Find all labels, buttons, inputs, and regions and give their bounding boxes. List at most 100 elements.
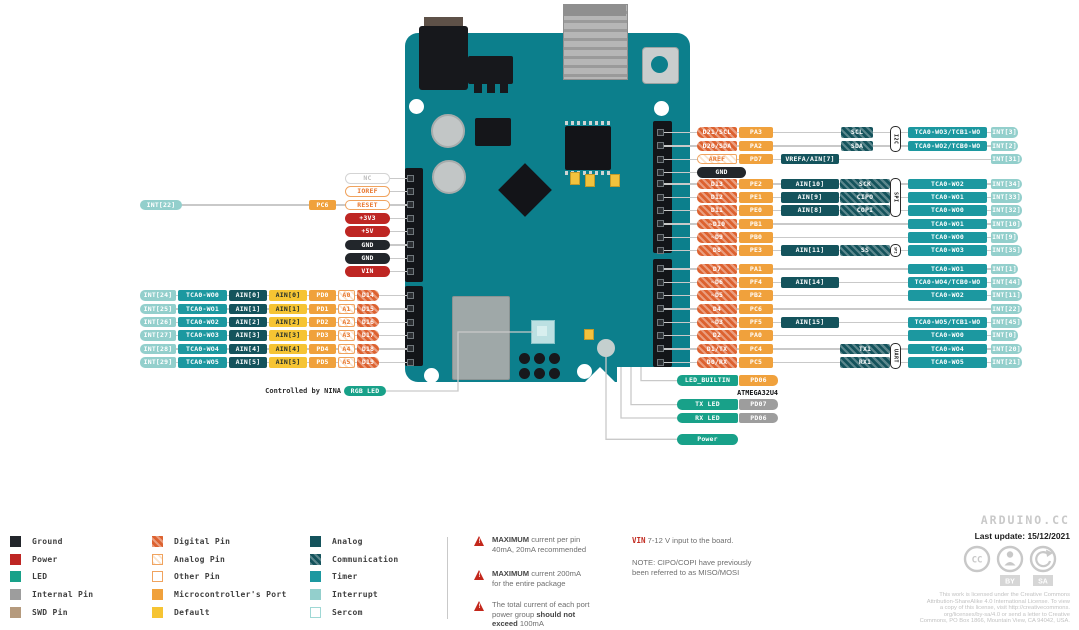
header-pin (657, 155, 664, 163)
pin-pill-ain-0-: AIN[0] (269, 290, 307, 301)
connector-line (658, 348, 999, 350)
pin-pill-d15: D15 (357, 303, 379, 315)
legend-label-default: Default (174, 607, 210, 617)
pin-pill-sck: SCK (840, 178, 890, 190)
pin-pill-pa1: PA1 (739, 263, 773, 275)
vin-note-text: 7-12 V input to the board. (647, 536, 734, 545)
legend-swatch-led (10, 571, 21, 583)
bus-bracket-i2c: I2C (890, 126, 901, 153)
pin-pill-ain-5-: AIN[5] (269, 357, 307, 368)
mounting-hole (409, 99, 424, 114)
pin-pill-tca0-wo4-tcb0-wo: TCA0-WO4/TCB0-WO (908, 277, 987, 288)
header-pin (407, 254, 414, 262)
pin-pill-tca0-wo2: TCA0-WO2 (908, 178, 987, 190)
header-pin (657, 169, 664, 177)
connector-line (658, 223, 999, 225)
legend-divider (447, 537, 448, 619)
pin-pill-ain-8-: AIN[8] (781, 205, 839, 216)
power-pill: Power (677, 434, 738, 445)
warning-bang: ! (478, 604, 481, 610)
led-builtin-pill: LED_BUILTIN (677, 375, 738, 386)
pin-pill-scl: SCL (841, 127, 873, 138)
header-pin (407, 228, 414, 236)
pin-pill-pd2: PD2 (309, 316, 336, 328)
header-pin (657, 129, 664, 136)
pin-pill-tca0-wo3: TCA0-WO3 (908, 245, 987, 256)
warning-icon (474, 536, 484, 546)
barrel-jack (419, 26, 468, 90)
pin-pill-int-0-: INT[0] (991, 330, 1018, 341)
pin-pill-ain-2-: AIN[2] (269, 316, 307, 328)
legend-swatch-internal (10, 589, 21, 601)
pin-pill-int-29-: INT[29] (140, 357, 176, 368)
legend-label-interrupt: Interrupt (332, 590, 379, 600)
legend-label-led: LED (32, 572, 48, 582)
pin-pill-d16: D16 (357, 316, 379, 328)
pin-pill-d20-sda: D20/SDA (697, 140, 737, 152)
pin-pill-d1-tx: D1/TX (697, 343, 737, 355)
pin-pill-tca0-wo2: TCA0-WO2 (178, 316, 227, 328)
pin-pill-tca0-wo4: TCA0-WO4 (178, 343, 227, 355)
last-update: Last update: 15/12/2021 (974, 531, 1070, 541)
pin-pill-int-25-: INT[25] (140, 303, 176, 315)
pin-pill-d19: D19 (357, 357, 379, 368)
regulator-leg (474, 84, 482, 93)
header-pin (657, 180, 664, 188)
header-pin (407, 318, 414, 326)
pin-pill-tx1: TX1 (840, 343, 890, 355)
bus-bracket-spi: SPI (890, 177, 901, 217)
legend-label-analog: Analog (332, 537, 363, 546)
pin-pill-pf4: PF4 (739, 277, 773, 288)
legend-label-power: Power (32, 554, 58, 564)
rgb-led-pill: RGB LED (344, 385, 386, 397)
pin-pill-tca0-wo5: TCA0-WO5 (178, 357, 227, 368)
pin-pill-tca0-wo0: TCA0-WO0 (908, 330, 987, 341)
pin-pill-gnd: GND (345, 239, 390, 251)
pin-pill-tca0-wo4: TCA0-WO4 (908, 343, 987, 355)
connector-line (658, 308, 999, 310)
connector-line (658, 145, 999, 147)
legend-swatch-timer (310, 571, 321, 583)
pin-pill-pb1: PB1 (739, 218, 773, 230)
pin-pill-int-44-: INT[44] (991, 277, 1022, 288)
mounting-hole (654, 101, 669, 116)
pin-pill-ain-0-: AIN[0] (229, 290, 267, 301)
pin-pill-d18: D18 (357, 343, 379, 355)
power-led (597, 339, 615, 357)
header-pin (657, 318, 664, 326)
header-pin (407, 332, 414, 340)
header-strip-left-power (405, 168, 423, 282)
pin-pill-gnd: GND (345, 253, 390, 264)
pin-pill-nc: NC (345, 173, 390, 184)
pin-pill-int-28-: INT[28] (140, 343, 176, 355)
legend-label-timer: Timer (332, 572, 358, 582)
pin-pill-d21-scl: D21/SCL (697, 127, 737, 138)
cc-license-badges: CC BY SA (963, 545, 1057, 586)
header-pin (407, 292, 414, 299)
warning-bang: ! (478, 539, 481, 545)
pin-pill-tca0-wo5: TCA0-WO5 (908, 357, 987, 368)
connector-line (658, 131, 999, 134)
pin-pill-int-3-: INT[3] (991, 127, 1018, 138)
vin-note: VIN 7-12 V input to the board. (632, 536, 733, 545)
pin-pill-int-9-: INT[9] (991, 232, 1018, 243)
pin-pill-cipo: CIPO (840, 192, 890, 203)
pin-pill-ain-4-: AIN[4] (269, 343, 307, 355)
pin-pill-ain-11-: AIN[11] (781, 245, 839, 256)
pin-pill-d0-rx: D0/RX (697, 357, 737, 368)
pin-pill-ain-5-: AIN[5] (229, 357, 267, 368)
header-pin (657, 142, 664, 150)
legend-swatch-power (10, 553, 21, 565)
led-yellow (570, 172, 580, 185)
pin-pill-vin: VIN (345, 266, 390, 277)
ic-chip (475, 118, 511, 146)
header-pin (407, 345, 414, 353)
pin-pill-reset: RESET (345, 199, 390, 211)
header-pin (657, 220, 664, 228)
regulator-leg (487, 84, 495, 93)
header-pin (407, 214, 414, 222)
icsp-pin (534, 368, 545, 379)
legend-label-port: Microcontroller's Port (174, 590, 287, 600)
